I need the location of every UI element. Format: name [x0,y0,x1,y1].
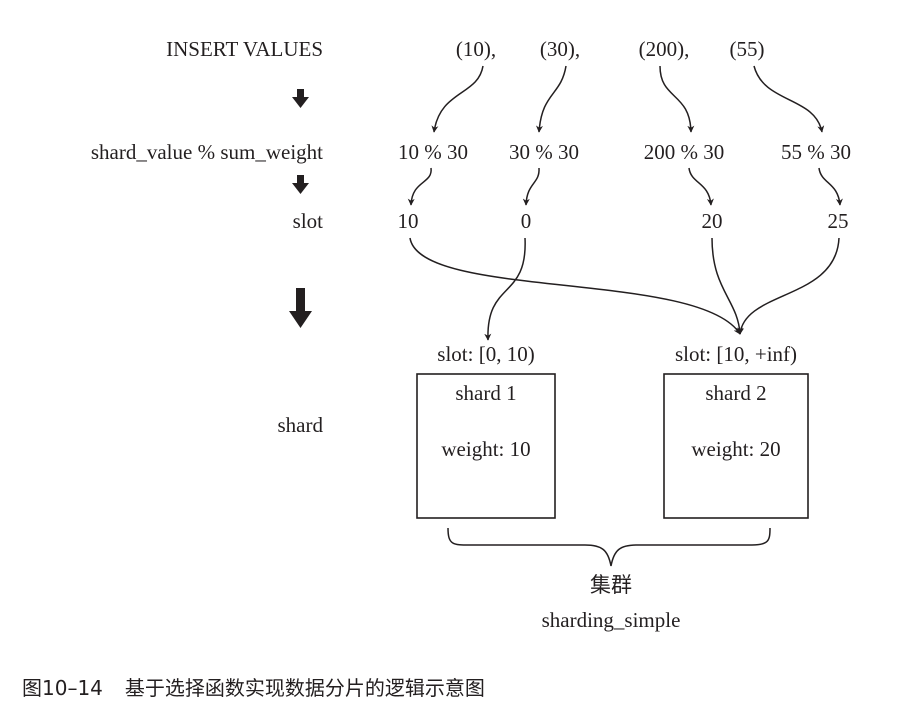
slot-value: 25 [828,209,849,233]
flow-arrow [431,65,484,133]
slot-value: 0 [521,209,532,233]
flow-arrow [407,167,432,206]
cluster-brace [447,527,771,567]
shard-box [663,373,809,519]
routing-arrow [484,237,526,341]
flow-arrow [753,65,825,133]
figure-caption: 图10–14 基于选择函数实现数据分片的逻辑示意图 [22,672,485,701]
modulo-expression: 10 % 30 [398,140,468,164]
insert-value: (10), [456,37,496,61]
routing-arrow [737,237,840,335]
cluster-name: sharding_simple [542,608,681,632]
label-slot: slot [293,209,324,233]
shard-slot-range: slot: [0, 10) [437,342,534,366]
shard-name: shard 1 [455,381,516,405]
routing-arrow [409,237,741,335]
modulo-expression: 55 % 30 [781,140,851,164]
flow-arrow [688,167,714,206]
shard-slot-range: slot: [10, +inf) [675,342,797,366]
insert-value: (200), [639,37,690,61]
flow-arrow [522,167,540,206]
flow-arrow [818,167,843,206]
flow-arrow [535,65,567,133]
figure-number: 图10–14 [22,676,103,700]
modulo-expression: 200 % 30 [644,140,725,164]
cluster-title: 集群 [590,573,632,597]
step-arrow-icon [292,175,309,194]
modulo-expression: 30 % 30 [509,140,579,164]
insert-value: (30), [540,37,580,61]
flow-arrow [659,65,695,133]
routing-arrow [711,237,744,335]
label-shard: shard [278,413,324,437]
shard-box [416,373,556,519]
slot-value: 10 [398,209,419,233]
slot-value: 20 [702,209,723,233]
label-formula: shard_value % sum_weight [91,140,323,164]
step-arrow-icon [292,89,309,108]
shard-weight: weight: 10 [441,437,530,461]
insert-value: (55) [730,37,765,61]
label-insert-values: INSERT VALUES [166,37,323,61]
figure-title: 基于选择函数实现数据分片的逻辑示意图 [124,676,485,700]
shard-weight: weight: 20 [691,437,780,461]
shard-name: shard 2 [705,381,766,405]
step-arrow-large-icon [289,288,312,328]
